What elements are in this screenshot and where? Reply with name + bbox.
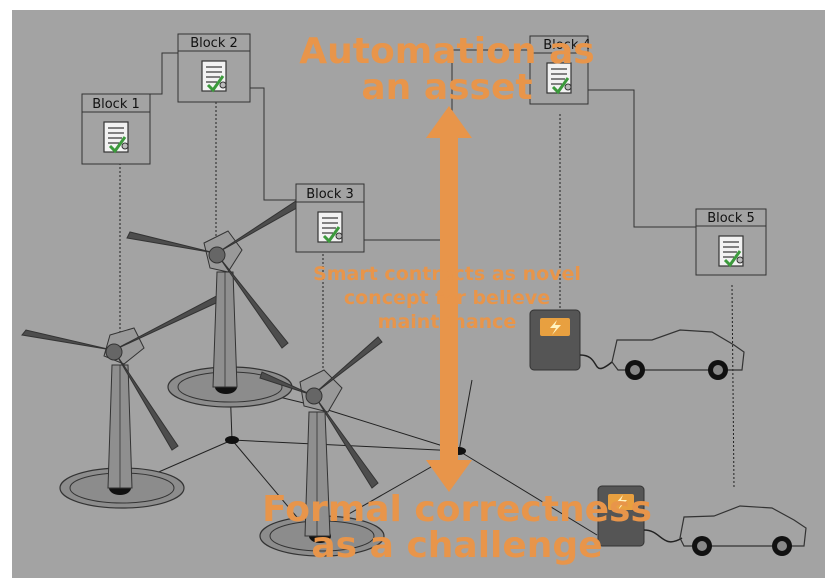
contract-document-icon	[200, 59, 228, 93]
block-label: Block 3	[306, 187, 354, 202]
electric-car-icon	[679, 505, 807, 556]
wind-turbine-icon	[21, 291, 228, 489]
block-5: Block 5	[695, 208, 767, 276]
charging-station-icon	[529, 309, 613, 371]
block-label: Block 5	[707, 211, 755, 226]
block-drop-lines	[119, 102, 735, 489]
block-4: Block 4	[529, 35, 591, 105]
caption-line: an asset	[361, 67, 533, 108]
wind-turbine-icon	[126, 198, 303, 388]
contract-document-icon	[102, 120, 130, 154]
caption-line: as a challenge	[311, 525, 603, 566]
caption-line: concept for believe	[343, 286, 551, 309]
charging-station-icon	[597, 485, 683, 547]
electric-car-icon	[611, 329, 745, 380]
block-2: Block 2	[177, 33, 251, 103]
block-label: Block 1	[92, 97, 140, 112]
double-arrow	[426, 106, 472, 492]
contract-document-icon	[717, 234, 745, 268]
caption-line: maintenance	[377, 310, 517, 333]
diagram-svg: Block 1 Block 2 Block 3 Block 4 Block 5	[21, 33, 807, 557]
block-label: Block 2	[190, 36, 238, 51]
block-1: Block 1	[81, 93, 151, 165]
caption-line: Formal correctness	[262, 489, 652, 530]
block-3: Block 3	[295, 183, 365, 253]
contract-document-icon	[316, 210, 344, 244]
block-label: Block 4	[543, 38, 591, 53]
wind-turbine-icon	[259, 336, 383, 537]
caption-line: Smart contracts as novel	[313, 263, 581, 285]
caption-line: Automation as	[299, 31, 595, 72]
diagram-canvas: Block 1 Block 2 Block 3 Block 4 Block 5 …	[12, 10, 825, 578]
